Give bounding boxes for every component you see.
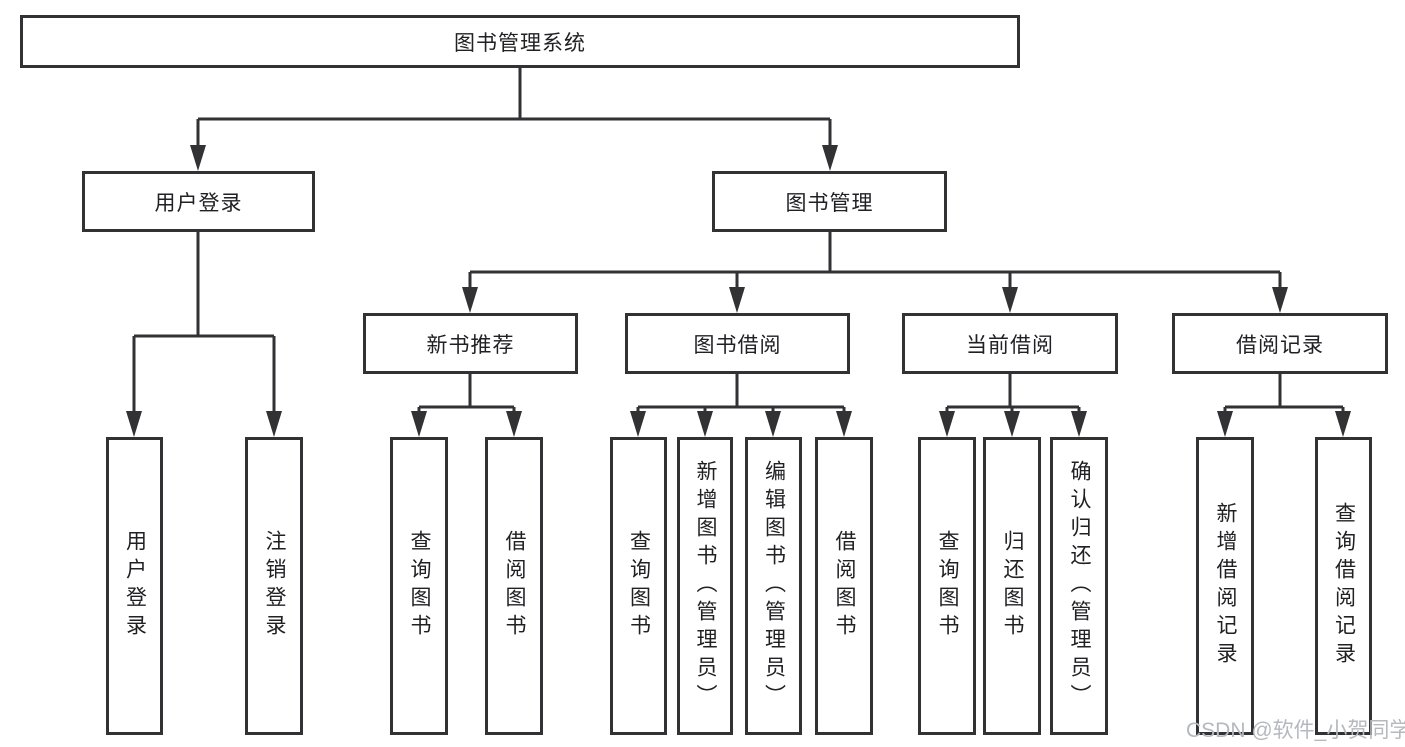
arrow-down-icon	[630, 411, 646, 437]
arrow-down-icon	[462, 287, 478, 313]
connector-records	[1223, 374, 1345, 413]
connector-new-book	[417, 374, 516, 413]
node-book-mgmt-branch: 图书管理	[712, 171, 947, 232]
arrow-down-icon	[939, 411, 955, 437]
arrow-down-icon	[836, 411, 852, 437]
arrow-down-icon	[1004, 411, 1020, 437]
leaf-user-login: 用户登录	[106, 437, 163, 735]
leaf-logout: 注销登录	[245, 437, 303, 735]
node-new-book-rec: 新书推荐	[363, 313, 578, 374]
node-borrow-records: 借阅记录	[1172, 313, 1388, 374]
leaf-borrow-query-books: 查询图书	[610, 437, 667, 735]
arrow-down-icon	[822, 145, 838, 171]
arrow-down-icon	[1217, 411, 1233, 437]
arrow-down-icon	[765, 411, 781, 437]
leaf-current-query-books: 查询图书	[918, 437, 976, 735]
arrow-down-icon	[1335, 411, 1351, 437]
connector-book-mgmt	[468, 232, 1282, 290]
arrow-down-icon	[411, 411, 427, 437]
node-user-login-branch: 用户登录	[82, 171, 315, 232]
connector-current	[945, 374, 1081, 413]
connector-user-login	[132, 232, 276, 413]
arrow-down-icon	[1272, 287, 1288, 313]
arrow-down-icon	[1071, 411, 1087, 437]
node-book-borrow: 图书借阅	[625, 313, 850, 374]
connector-borrow	[636, 374, 846, 413]
arrow-down-icon	[266, 411, 282, 437]
arrow-down-icon	[697, 411, 713, 437]
arrow-down-icon	[190, 145, 206, 171]
leaf-current-return-books: 归还图书	[983, 437, 1041, 735]
node-current-borrow: 当前借阅	[902, 313, 1118, 374]
arrow-down-icon	[729, 287, 745, 313]
leaf-newrec-borrow-books: 借阅图书	[485, 437, 543, 735]
leaf-current-confirm-return-admin: 确认归还（管理员）	[1050, 437, 1108, 735]
leaf-borrow-edit-books-admin: 编辑图书（管理员）	[745, 437, 802, 735]
csdn-watermark: CSDN @软件_小贺同学	[1186, 719, 1405, 742]
arrow-down-icon	[1002, 287, 1018, 313]
arrow-down-icon	[126, 411, 142, 437]
arrow-down-icon	[506, 411, 522, 437]
node-system-root: 图书管理系统	[20, 15, 1020, 68]
leaf-newrec-query-books: 查询图书	[390, 437, 448, 735]
leaf-borrow-borrow-books: 借阅图书	[815, 437, 873, 735]
leaf-records-query-record: 查询借阅记录	[1315, 437, 1372, 735]
arrowheads	[126, 145, 1351, 437]
connector-root	[196, 68, 832, 147]
leaf-records-add-record: 新增借阅记录	[1196, 437, 1254, 735]
leaf-borrow-add-books-admin: 新增图书（管理员）	[677, 437, 733, 735]
